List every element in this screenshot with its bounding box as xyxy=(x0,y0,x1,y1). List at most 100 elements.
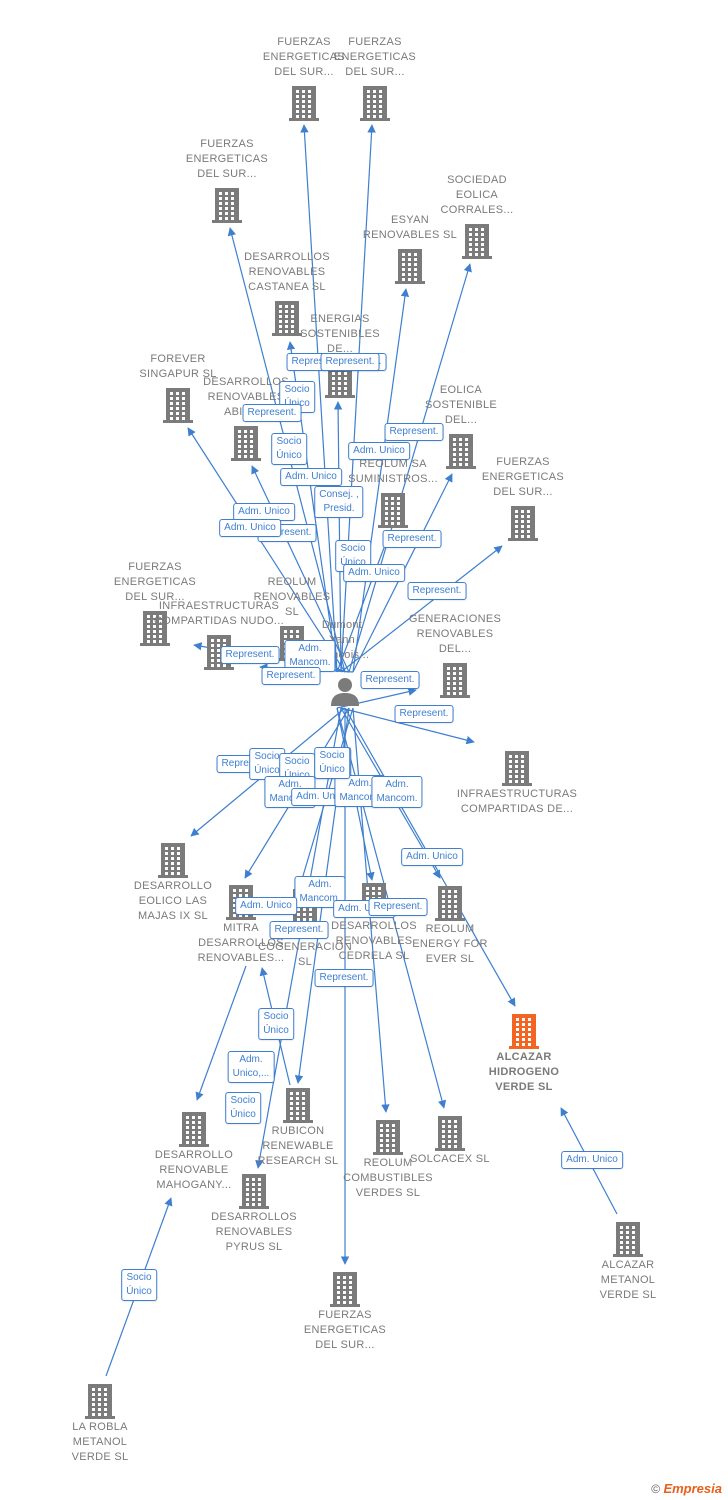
company-node[interactable]: SOLCACEX SL xyxy=(405,1114,495,1167)
relation-label[interactable]: Consej. ,Presid. xyxy=(314,486,364,518)
company-label: FUERZAS ENERGETICAS DEL SUR... xyxy=(481,456,565,498)
company-node[interactable]: DESARROLLO EOLICO LAS MAJAS IX SL xyxy=(123,841,223,924)
company-label: FUERZAS ENERGETICAS DEL SUR... xyxy=(185,138,269,180)
relation-label[interactable]: Represent. xyxy=(384,423,444,441)
company-label: ALCAZAR HIDROGENO VERDE SL xyxy=(488,1051,560,1093)
company-label: GENERACIONES RENOVABLES DEL... xyxy=(408,613,502,655)
building-icon xyxy=(378,493,408,528)
edge-n9 xyxy=(251,465,350,673)
company-node[interactable]: FUERZAS ENERGETICAS DEL SUR... xyxy=(478,455,568,542)
edge-n8 xyxy=(187,427,346,673)
relation-label[interactable]: Represent. xyxy=(360,671,420,689)
edge-n1 xyxy=(300,124,338,673)
company-node[interactable]: DESARROLLO RENOVABLE MAHOGANY... xyxy=(144,1110,244,1193)
company-label: SOLCACEX SL xyxy=(410,1153,490,1165)
edge-n17 xyxy=(340,707,475,745)
company-label: ENERGIAS SOSTENIBLES DE... xyxy=(300,313,380,355)
building-icon xyxy=(163,388,193,423)
company-node[interactable]: MITRA DESARROLLOS RENOVABLES... xyxy=(191,883,291,966)
company-label: FUERZAS ENERGETICAS DEL SUR... xyxy=(113,561,197,603)
company-label: FUERZAS ENERGETICAS DEL SUR... xyxy=(262,36,346,78)
company-node[interactable]: INFRAESTRUCTURAS COMPARTIDAS DE... xyxy=(452,749,582,817)
relation-label[interactable]: Represent. xyxy=(220,646,280,664)
brand-name[interactable]: Empresia xyxy=(663,1481,722,1496)
building-icon xyxy=(440,663,470,698)
relation-label[interactable]: Represent. xyxy=(320,353,380,371)
relation-label[interactable]: Adm. Unico xyxy=(280,468,342,486)
relation-label[interactable]: Adm. Unico xyxy=(233,503,295,521)
company-node[interactable]: INFRAESTRUCTURAS COMPARTIDAS NUDO... xyxy=(154,599,284,671)
relation-label[interactable]: Represent. xyxy=(368,898,428,916)
company-label: FUERZAS ENERGETICAS DEL SUR... xyxy=(303,1309,387,1351)
relation-label[interactable]: Represent. xyxy=(314,969,374,987)
relation-label[interactable]: Adm. Unico xyxy=(219,519,281,537)
company-label: DESARROLLO RENOVABLE MAHOGANY... xyxy=(154,1149,234,1191)
company-node[interactable]: FUERZAS ENERGETICAS DEL SUR... xyxy=(330,35,420,122)
company-node[interactable]: RUBICON RENEWABLE RESEARCH SL xyxy=(248,1086,348,1169)
building-icon xyxy=(360,86,390,121)
company-node[interactable]: REOLUM COMBUSTIBLES VERDES SL xyxy=(333,1118,443,1201)
copyright-symbol: © xyxy=(651,1482,661,1496)
company-label: LA ROBLA METANOL VERDE SL xyxy=(71,1421,129,1463)
company-node[interactable]: GENERACIONES RENOVABLES DEL... xyxy=(405,612,505,699)
company-node[interactable]: LA ROBLA METANOL VERDE SL xyxy=(55,1382,145,1465)
company-node[interactable]: REOLUM ENERGY FOR EVER SL xyxy=(405,884,495,967)
company-node[interactable]: FUERZAS ENERGETICAS DEL SUR... xyxy=(110,560,200,647)
company-node[interactable]: DESARROLLOS RENOVABLES PYRUS SL xyxy=(204,1172,304,1255)
building-icon xyxy=(85,1384,115,1419)
relation-label[interactable]: Represent. xyxy=(261,667,321,685)
company-node[interactable]: FUERZAS ENERGETICAS DEL SUR... xyxy=(259,35,349,122)
building-icon xyxy=(462,224,492,259)
center-person[interactable] xyxy=(325,672,365,712)
relation-label[interactable]: Adm. Unico xyxy=(348,442,410,460)
company-label: ALCAZAR METANOL VERDE SL xyxy=(599,1259,657,1301)
building-icon xyxy=(272,301,302,336)
company-label: FOREVER SINGAPUR SL xyxy=(139,353,217,380)
building-icon xyxy=(435,1116,465,1151)
relation-label[interactable]: Adm. Unico xyxy=(343,564,405,582)
company-label: DESARROLLOS RENOVABLES PYRUS SL xyxy=(211,1211,297,1253)
company-label: RUBICON RENEWABLE RESEARCH SL xyxy=(257,1125,339,1167)
relation-label[interactable]: Adm. Unico xyxy=(235,897,297,915)
building-icon xyxy=(289,86,319,121)
company-node[interactable]: EOLICA SOSTENIBLE DEL... xyxy=(416,383,506,470)
company-label: FUERZAS ENERGETICAS DEL SUR... xyxy=(333,36,417,78)
relation-label[interactable]: Adm.Mancom. xyxy=(284,640,336,672)
company-node[interactable]: REOLUM SA SUMINISTROS... xyxy=(343,457,443,529)
building-icon xyxy=(231,426,261,461)
company-label: SOCIEDAD EOLICA CORRALES... xyxy=(440,174,514,216)
company-node[interactable]: SOCIEDAD EOLICA CORRALES... xyxy=(432,173,522,260)
company-node[interactable]: FUERZAS ENERGETICAS DEL SUR... xyxy=(300,1270,390,1353)
edge-n7 xyxy=(333,401,343,673)
relation-label[interactable]: Represent. xyxy=(269,921,329,939)
relation-label[interactable]: Adm.Mancom. xyxy=(371,776,423,808)
company-node[interactable]: ESYAN RENOVABLES SL xyxy=(355,213,465,285)
person-icon xyxy=(331,678,359,706)
company-node[interactable]: ALCAZAR METANOL VERDE SL xyxy=(583,1220,673,1303)
building-icon xyxy=(158,843,188,878)
edge-n12 xyxy=(340,545,503,673)
relation-label[interactable]: Adm.Unico,... xyxy=(227,1051,275,1083)
relation-label[interactable]: Represent. xyxy=(394,705,454,723)
edge-mitra-to-mahogany xyxy=(195,965,247,1101)
company-label: REOLUM ENERGY FOR EVER SL xyxy=(412,923,488,965)
company-node[interactable]: DESARROLLOS RENOVABLES CASTANEA SL xyxy=(237,250,337,337)
company-label: INFRAESTRUCTURAS COMPARTIDAS NUDO... xyxy=(154,600,284,627)
relation-label[interactable]: Adm. Unico xyxy=(561,1151,623,1169)
company-node[interactable]: ALCAZAR HIDROGENO VERDE SL xyxy=(479,1012,569,1095)
company-node[interactable]: FOREVER SINGAPUR SL xyxy=(128,352,228,424)
building-icon xyxy=(179,1112,209,1147)
edge-n11 xyxy=(336,531,392,673)
company-node[interactable]: FUERZAS ENERGETICAS DEL SUR... xyxy=(182,137,272,224)
company-label: REOLUM RENOVABLES SL xyxy=(253,576,331,618)
relation-label[interactable]: Represent. xyxy=(382,530,442,548)
relation-label[interactable]: Represent. xyxy=(242,404,302,422)
relation-label[interactable]: Adm. Unico xyxy=(401,848,463,866)
relation-label[interactable]: Represent. xyxy=(407,582,467,600)
